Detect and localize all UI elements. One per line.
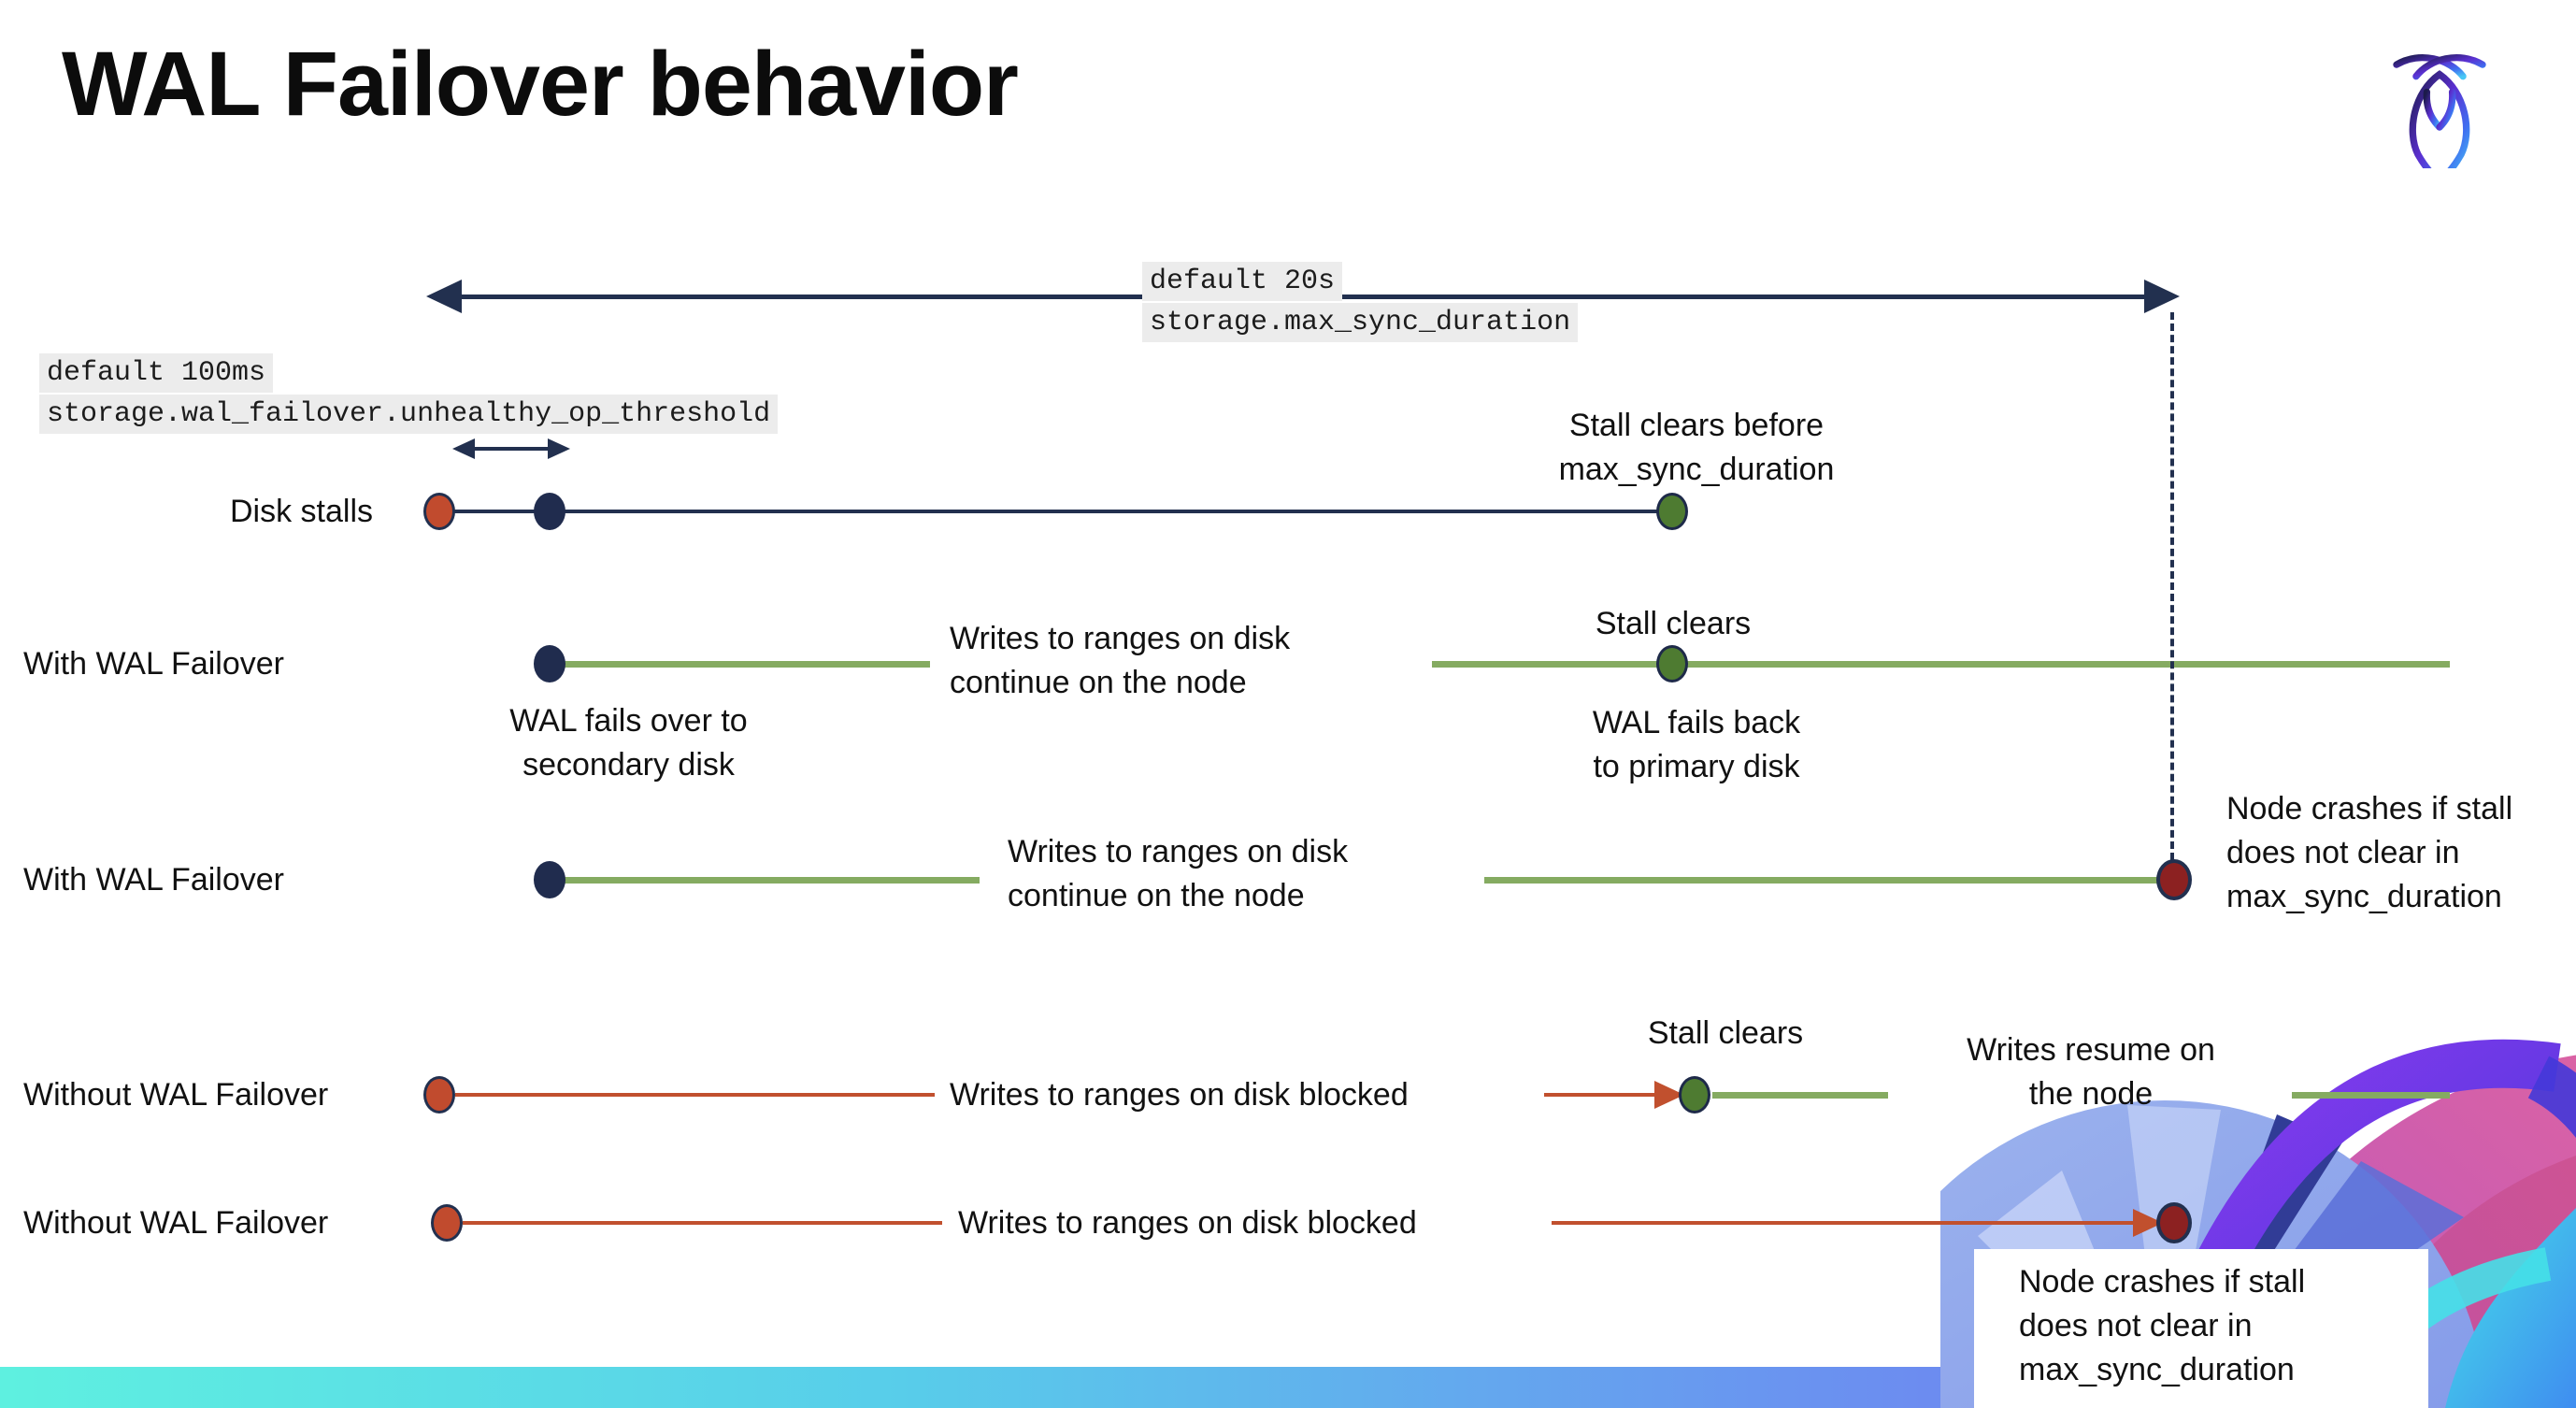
- max-sync-callout: default 20s storage.max_sync_duration: [1142, 262, 1579, 344]
- row4-stall-clears-label: Stall clears: [1647, 1015, 1804, 1051]
- threshold-span-right-arrowhead: [548, 438, 570, 459]
- row5-red-arrow-line: [1552, 1221, 2139, 1225]
- row2-stall-clears-label: Stall clears: [1595, 606, 1752, 641]
- row3-node-crashes-label: Node crashes if stall does not clear in …: [2226, 791, 2513, 914]
- unhealthy-op-default-label: default 100ms: [39, 353, 274, 393]
- cockroachdb-logo-icon: [2393, 54, 2486, 168]
- disk-stall-clear-dot: [1656, 493, 1688, 530]
- row5-crash-dot: [2156, 1202, 2192, 1243]
- max-sync-deadline-dashed-line: [2170, 312, 2174, 860]
- row2-writes-continue-label: Writes to ranges on disk continue on the…: [950, 621, 1291, 700]
- row-label-disk-stalls: Disk stalls: [230, 494, 374, 529]
- row4-green-line: [1712, 1092, 1888, 1099]
- row-label-with-wal-failover-1: With WAL Failover: [23, 646, 284, 682]
- row3-green-line-right: [1484, 877, 2159, 884]
- disk-stall-threshold-dot: [534, 493, 565, 530]
- row4-stall-clears-dot: [1679, 1076, 1710, 1113]
- page-title: WAL Failover behavior: [62, 33, 1019, 135]
- row-label-without-wal-failover-2: Without WAL Failover: [23, 1205, 329, 1241]
- row3-green-line-left: [561, 877, 980, 884]
- unhealthy-op-callout: default 100ms storage.wal_failover.unhea…: [39, 353, 779, 436]
- row-label-with-wal-failover-2: With WAL Failover: [23, 862, 284, 898]
- max-sync-setting-label: storage.max_sync_duration: [1142, 303, 1579, 342]
- disk-stall-timeline: [439, 510, 1672, 513]
- row3-failover-dot: [534, 861, 565, 898]
- row4-writes-blocked-label: Writes to ranges on disk blocked: [950, 1077, 1409, 1113]
- max-sync-span-left-arrowhead: [426, 280, 462, 313]
- row4-red-line-left: [455, 1093, 935, 1097]
- row5-writes-blocked-label: Writes to ranges on disk blocked: [958, 1205, 1417, 1241]
- row4-stall-dot: [423, 1076, 455, 1113]
- row5-red-line-left: [463, 1221, 942, 1225]
- threshold-span-line: [464, 447, 555, 451]
- row3-writes-continue-label: Writes to ranges on disk continue on the…: [1008, 834, 1349, 913]
- row2-failover-dot: [534, 645, 565, 682]
- row4-red-arrow-line: [1544, 1093, 1660, 1097]
- max-sync-span-right-arrowhead: [2144, 280, 2180, 313]
- disk-stall-start-dot: [423, 493, 455, 530]
- wal-fails-over-label: WAL fails over to secondary disk: [509, 703, 748, 783]
- writes-resume-label: Writes resume on the node: [1967, 1032, 2215, 1112]
- row5-stall-dot: [431, 1204, 463, 1242]
- row3-crash-dot: [2156, 859, 2192, 900]
- row-label-without-wal-failover-1: Without WAL Failover: [23, 1077, 329, 1113]
- threshold-span-left-arrowhead: [452, 438, 475, 459]
- max-sync-default-label: default 20s: [1142, 262, 1343, 301]
- row2-failback-dot: [1656, 645, 1688, 682]
- wal-fails-back-label: WAL fails back to primary disk: [1592, 705, 1801, 784]
- row2-green-line-right: [1432, 661, 2450, 668]
- unhealthy-op-setting-label: storage.wal_failover.unhealthy_op_thresh…: [39, 395, 779, 434]
- row2-green-line-left: [561, 661, 930, 668]
- node-crashes-callout-box: [1974, 1249, 2428, 1408]
- stall-clears-before-label: Stall clears before max_sync_duration: [1558, 408, 1835, 487]
- row4-green-line-far: [2292, 1092, 2450, 1099]
- row5-node-crashes-label: Node crashes if stall does not clear in …: [2019, 1264, 2306, 1387]
